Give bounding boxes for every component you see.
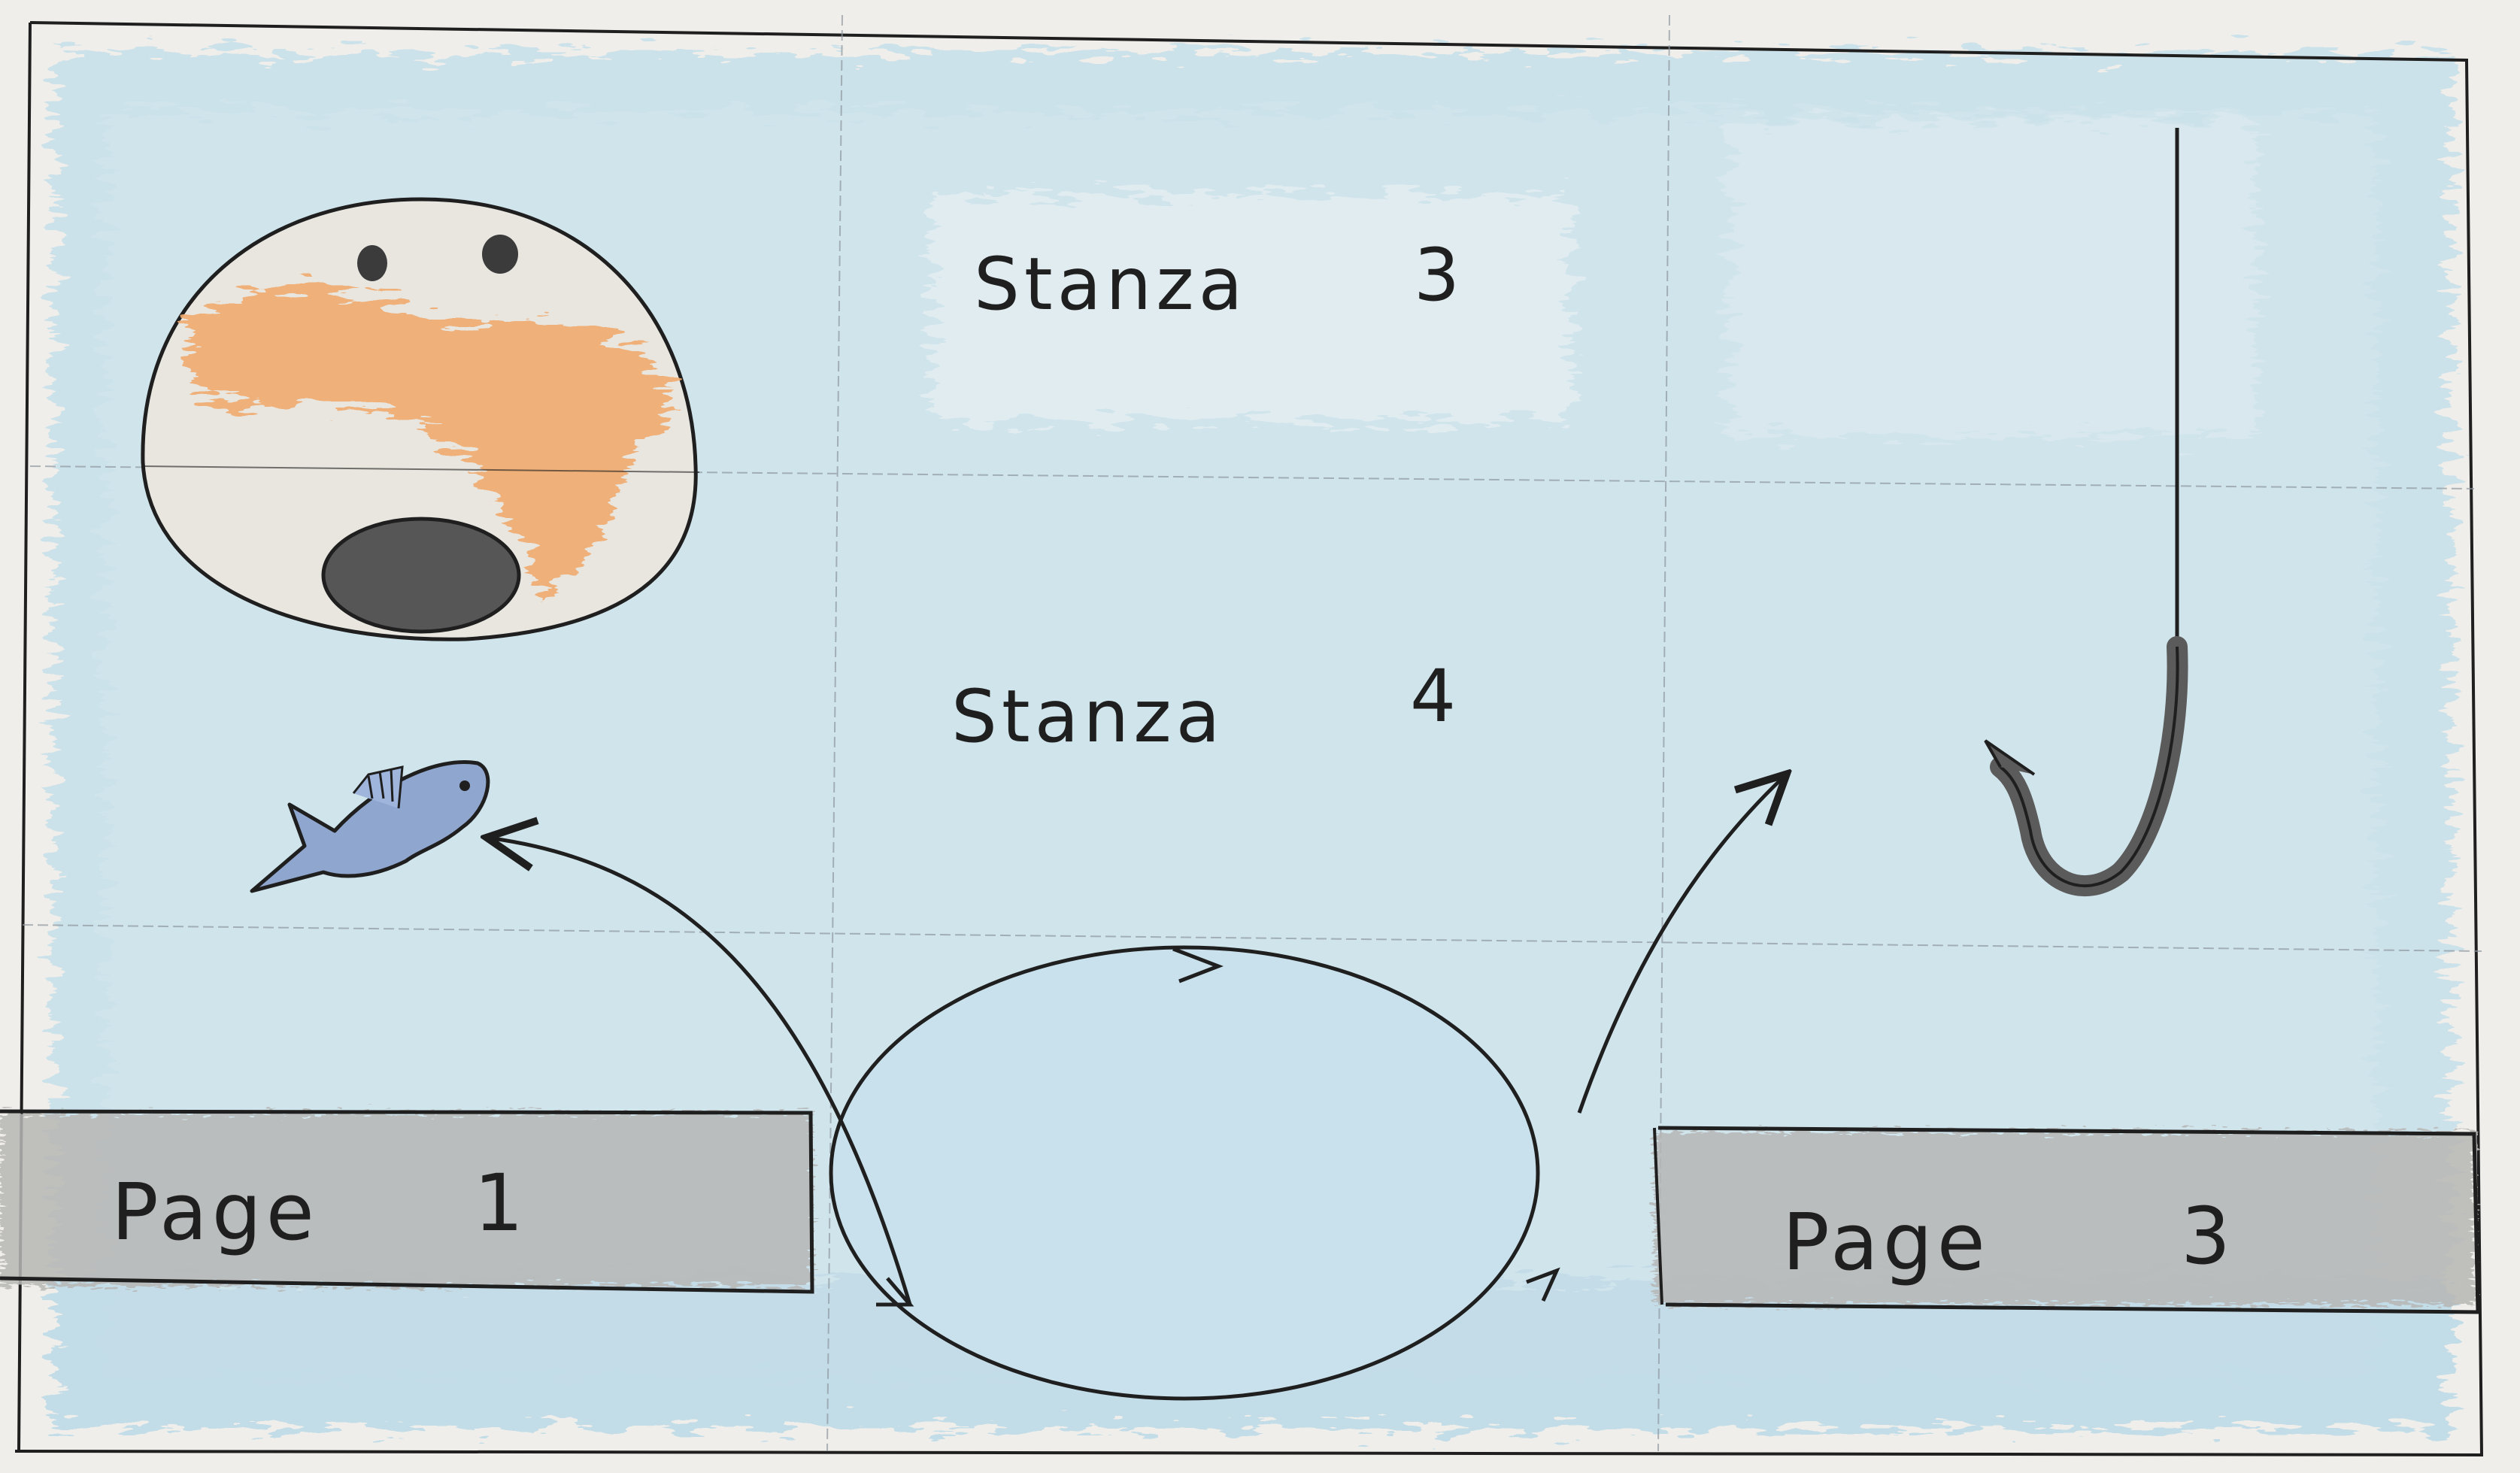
page-1-box (0, 1109, 814, 1294)
stanza-3-label: Stanza (974, 242, 1248, 326)
page-3-box (1653, 1126, 2480, 1314)
arrow-loop-to-hook (1577, 778, 1782, 1114)
fishing-hook-icon (1984, 128, 2188, 896)
arrow-fish-to-loop (493, 838, 912, 1305)
stanza-4-number: 4 (1410, 654, 1461, 738)
fish-icon (250, 760, 490, 893)
page-1-number: 1 (474, 1157, 529, 1249)
page-3-number: 3 (2181, 1190, 2236, 1282)
page-1-label: Page (111, 1166, 319, 1258)
creature-eye-left (357, 245, 387, 281)
stanza-4-label: Stanza (951, 674, 1225, 759)
loop-cycle-icon (829, 945, 1560, 1401)
creature-eye-right (482, 235, 518, 274)
page-3-label: Page (1782, 1196, 1990, 1288)
creature-mouth (321, 517, 521, 634)
round-creature-icon (141, 197, 700, 641)
stanza-3-number: 3 (1414, 233, 1465, 317)
